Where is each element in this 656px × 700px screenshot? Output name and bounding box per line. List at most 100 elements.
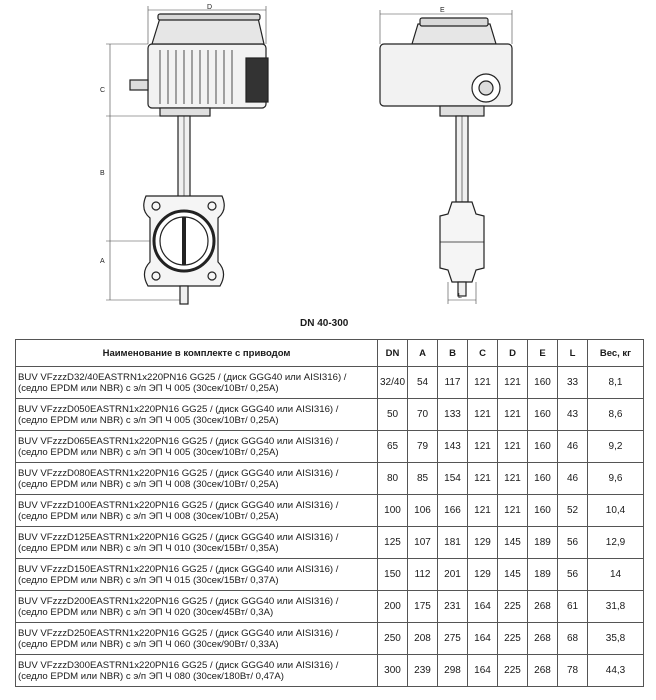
side-dimensions — [379, 10, 513, 304]
cell-name-line2: (седло EPDM или NBR) с э/п ЭП Ч 015 (30с… — [18, 574, 279, 586]
cell-name-line1: BUV VFzzzD150EASTRN1x220PN16 GG25 / (дис… — [18, 563, 339, 575]
cell-value: 150 — [377, 558, 408, 591]
header-c: C — [467, 339, 498, 367]
cell-value: 160 — [527, 366, 558, 399]
cell-value: 145 — [497, 526, 528, 559]
dim-label-c: C — [100, 87, 105, 94]
cell-value: 225 — [497, 590, 528, 623]
cell-value: 8,6 — [587, 398, 644, 431]
cell-value: 208 — [407, 622, 438, 655]
cell-value: 125 — [377, 526, 408, 559]
cell-value: 46 — [557, 430, 588, 463]
header-b: B — [437, 339, 468, 367]
cell-name: BUV VFzzzD065EASTRN1x220PN16 GG25 / (дис… — [15, 430, 378, 463]
header-weight: Вес, кг — [587, 339, 644, 367]
cell-value: 121 — [497, 398, 528, 431]
cell-value: 160 — [527, 462, 558, 495]
cell-value: 121 — [497, 462, 528, 495]
cell-value: 143 — [437, 430, 468, 463]
cell-name-line2: (седло EPDM или NBR) с э/п ЭП Ч 005 (30с… — [18, 446, 279, 458]
cell-value: 200 — [377, 590, 408, 623]
cell-name-line1: BUV VFzzzD100EASTRN1x220PN16 GG25 / (дис… — [18, 499, 339, 511]
cell-name: BUV VFzzzD300EASTRN1x220PN16 GG25 / (дис… — [15, 654, 378, 687]
cell-name-line2: (седло EPDM или NBR) с э/п ЭП Ч 060 (30с… — [18, 638, 279, 650]
cell-value: 79 — [407, 430, 438, 463]
header-l: L — [557, 339, 588, 367]
cell-value: 164 — [467, 590, 498, 623]
cell-value: 56 — [557, 558, 588, 591]
cell-value: 129 — [467, 558, 498, 591]
cell-value: 121 — [467, 462, 498, 495]
cell-value: 112 — [407, 558, 438, 591]
cell-value: 164 — [467, 654, 498, 687]
cell-value: 121 — [467, 494, 498, 527]
cell-name: BUV VFzzzD150EASTRN1x220PN16 GG25 / (дис… — [15, 558, 378, 591]
cell-name-line2: (седло EPDM или NBR) с э/п ЭП Ч 008 (30с… — [18, 478, 279, 490]
cell-value: 68 — [557, 622, 588, 655]
cell-value: 54 — [407, 366, 438, 399]
dim-label-l: L — [458, 293, 462, 300]
cell-name-line2: (седло EPDM или NBR) с э/п ЭП Ч 005 (30с… — [18, 414, 279, 426]
cell-value: 121 — [467, 430, 498, 463]
cell-value: 121 — [497, 430, 528, 463]
cell-name-line1: BUV VFzzzD250EASTRN1x220PN16 GG25 / (дис… — [18, 627, 339, 639]
table-row: BUV VFzzzD200EASTRN1x220PN16 GG25 / (дис… — [15, 590, 644, 623]
cell-name-line1: BUV VFzzzD125EASTRN1x220PN16 GG25 / (дис… — [18, 531, 339, 543]
cell-value: 9,6 — [587, 462, 644, 495]
cell-name-line2: (седло EPDM или NBR) с э/п ЭП Ч 080 (30с… — [18, 670, 284, 682]
dim-label-e: E — [440, 7, 445, 14]
cell-value: 44,3 — [587, 654, 644, 687]
cell-name: BUV VFzzzD050EASTRN1x220PN16 GG25 / (дис… — [15, 398, 378, 431]
cell-value: 225 — [497, 622, 528, 655]
cell-value: 268 — [527, 654, 558, 687]
cell-value: 121 — [497, 366, 528, 399]
cell-value: 225 — [497, 654, 528, 687]
cell-value: 52 — [557, 494, 588, 527]
front-dimension-labels: D C B A — [100, 4, 212, 265]
cell-value: 201 — [437, 558, 468, 591]
side-dimension-labels: E L — [440, 7, 462, 300]
cell-value: 32/40 — [377, 366, 408, 399]
cell-value: 145 — [497, 558, 528, 591]
cell-value: 160 — [527, 494, 558, 527]
header-d: D — [497, 339, 528, 367]
cell-value: 129 — [467, 526, 498, 559]
table-header-row: Наименование в комплекте с приводом DN A… — [15, 339, 644, 367]
cell-name: BUV VFzzzD200EASTRN1x220PN16 GG25 / (дис… — [15, 590, 378, 623]
table-body: BUV VFzzzD32/40EASTRN1x220PN16 GG25 / (д… — [15, 366, 644, 687]
cell-value: 239 — [407, 654, 438, 687]
cell-value: 181 — [437, 526, 468, 559]
dim-label-d: D — [207, 4, 212, 11]
cell-value: 46 — [557, 462, 588, 495]
cell-name: BUV VFzzzD250EASTRN1x220PN16 GG25 / (дис… — [15, 622, 378, 655]
cell-name-line2: (седло EPDM или NBR) с э/п ЭП Ч 008 (30с… — [18, 510, 279, 522]
spec-table: Наименование в комплекте с приводом DN A… — [15, 339, 644, 687]
cell-name: BUV VFzzzD32/40EASTRN1x220PN16 GG25 / (д… — [15, 366, 378, 399]
front-view — [129, 13, 269, 305]
cell-value: 78 — [557, 654, 588, 687]
cell-value: 166 — [437, 494, 468, 527]
cell-name-line1: BUV VFzzzD300EASTRN1x220PN16 GG25 / (дис… — [18, 659, 339, 671]
table-row: BUV VFzzzD125EASTRN1x220PN16 GG25 / (дис… — [15, 526, 644, 559]
cell-value: 298 — [437, 654, 468, 687]
header-name: Наименование в комплекте с приводом — [15, 339, 378, 367]
cell-value: 70 — [407, 398, 438, 431]
cell-value: 164 — [467, 622, 498, 655]
cell-value: 100 — [377, 494, 408, 527]
cell-value: 117 — [437, 366, 468, 399]
cell-value: 12,9 — [587, 526, 644, 559]
front-dimensions — [106, 6, 267, 301]
table-row: BUV VFzzzD050EASTRN1x220PN16 GG25 / (дис… — [15, 398, 644, 431]
cell-value: 268 — [527, 622, 558, 655]
cell-value: 268 — [527, 590, 558, 623]
cell-name-line2: (седло EPDM или NBR) с э/п ЭП Ч 010 (30с… — [18, 542, 279, 554]
header-a: A — [407, 339, 438, 367]
table-row: BUV VFzzzD150EASTRN1x220PN16 GG25 / (дис… — [15, 558, 644, 591]
cell-value: 121 — [467, 398, 498, 431]
cell-value: 35,8 — [587, 622, 644, 655]
cell-name-line1: BUV VFzzzD065EASTRN1x220PN16 GG25 / (дис… — [18, 435, 339, 447]
table-row: BUV VFzzzD080EASTRN1x220PN16 GG25 / (дис… — [15, 462, 644, 495]
header-dn: DN — [377, 339, 408, 367]
cell-name: BUV VFzzzD100EASTRN1x220PN16 GG25 / (дис… — [15, 494, 378, 527]
cell-value: 33 — [557, 366, 588, 399]
